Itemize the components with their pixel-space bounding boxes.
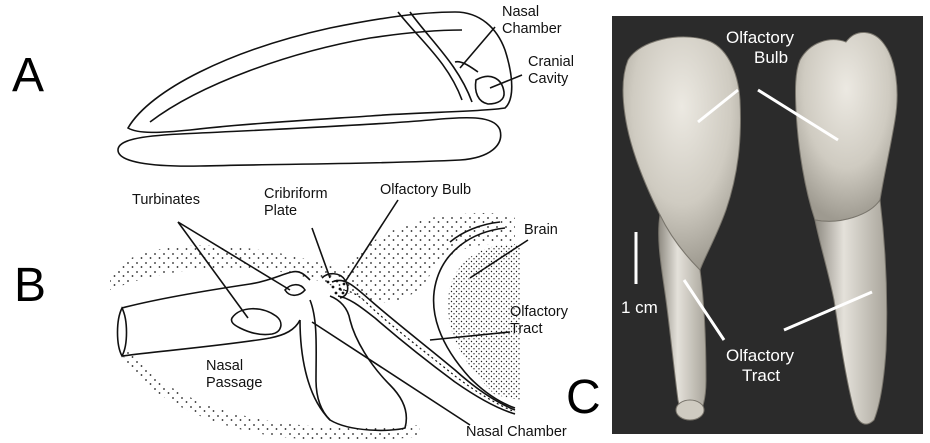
label-olfactory-bulb-c: Olfactory Bulb [726, 28, 794, 68]
nasal-chamber-body [310, 296, 406, 430]
leader-nasal-chamber-a [460, 27, 495, 68]
turbinate-lower [231, 309, 280, 335]
turbinate-upper [285, 285, 305, 296]
specimen-left-tip [676, 400, 704, 420]
panel-a-skull-drawing [118, 12, 512, 166]
nasal-passage-lower [122, 320, 300, 356]
label-cranial-cavity-a: Cranial Cavity [528, 54, 574, 88]
panel-letter-a: A [12, 52, 44, 100]
nostril-outline [118, 308, 127, 356]
label-nasal-chamber-a: Nasal Chamber [502, 4, 562, 38]
label-nasal-chamber-b: Nasal Chamber [466, 424, 567, 441]
label-cribriform-plate: Cribriform Plate [264, 186, 328, 220]
skull-inner-line [150, 30, 462, 122]
panel-letter-c: C [566, 374, 601, 422]
label-olfactory-tract-c: Olfactory Tract [726, 346, 794, 386]
leader-cranial-cavity-a [490, 75, 522, 88]
label-turbinates: Turbinates [132, 192, 200, 209]
panel-letter-b: B [14, 262, 46, 310]
label-scale-bar: 1 cm [621, 298, 658, 318]
nasal-chamber-inner [455, 62, 478, 72]
cranial-cavity-outline [476, 76, 505, 104]
bone-stipple-lower [120, 348, 420, 440]
skull-lower-jaw [118, 118, 501, 166]
leader-nasal-chamber-b [312, 322, 470, 425]
nasal-chamber-floor [300, 320, 330, 420]
label-brain: Brain [524, 222, 558, 239]
label-olfactory-tract-b: Olfactory Tract [510, 304, 568, 338]
label-olfactory-bulb-b: Olfactory Bulb [380, 182, 471, 199]
label-nasal-passage: Nasal Passage [206, 358, 262, 392]
nasal-chamber-outline [398, 12, 472, 102]
